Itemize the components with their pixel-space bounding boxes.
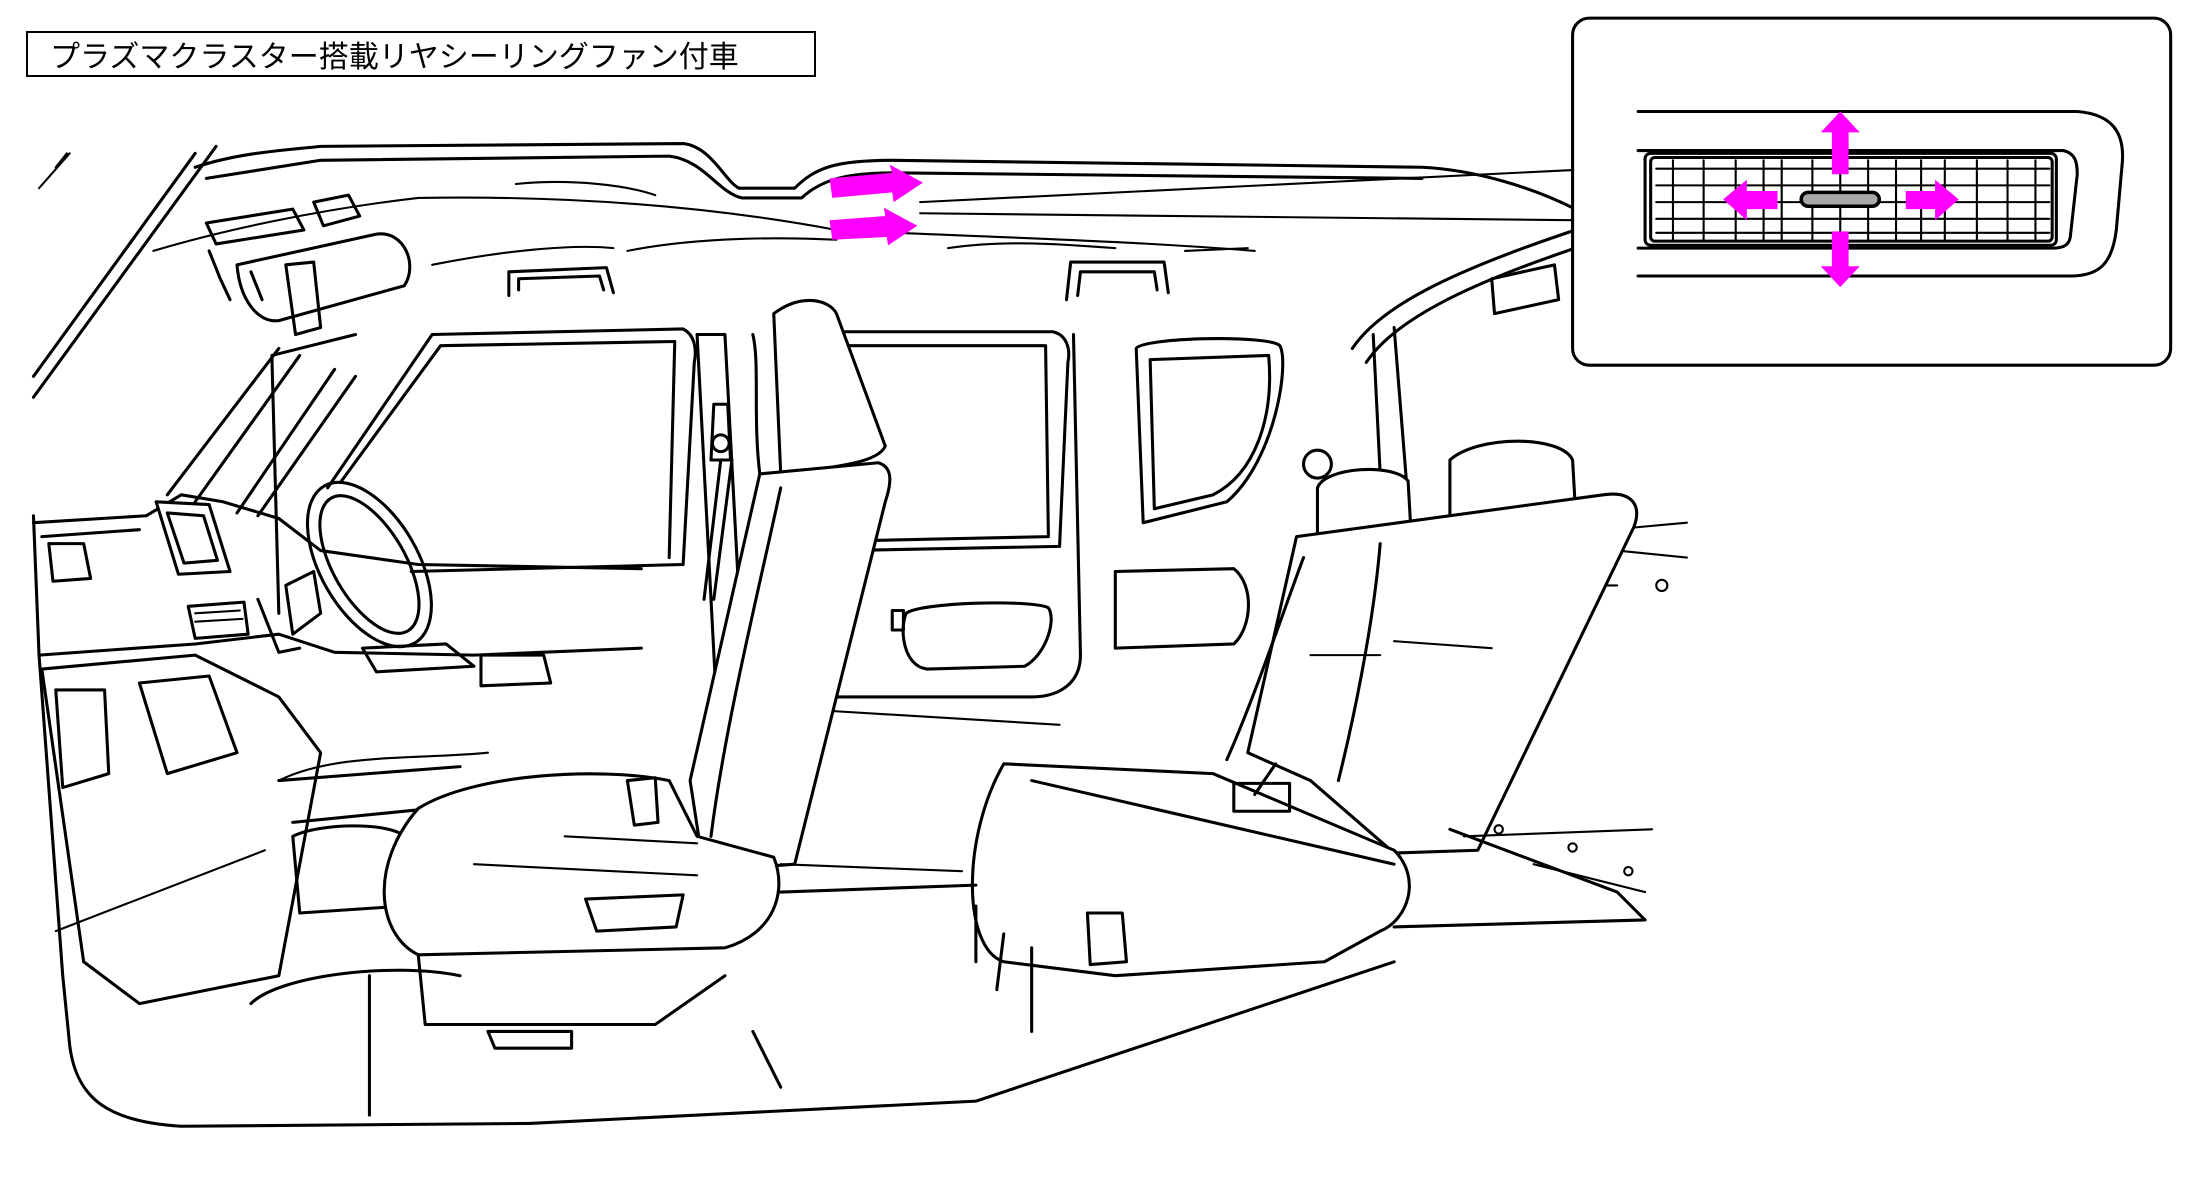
quarter-window bbox=[1113, 337, 1333, 650]
title-label: プラズマクラスター搭載リヤシーリングファン付車 bbox=[26, 31, 816, 77]
vent-knob bbox=[1799, 190, 1882, 209]
floor bbox=[249, 751, 1396, 1125]
arrow-down-icon bbox=[1820, 231, 1860, 288]
airflow-arrows bbox=[829, 164, 923, 246]
arrow-up-icon bbox=[1820, 111, 1860, 175]
grab-handles bbox=[507, 260, 1170, 302]
front-seat bbox=[367, 298, 892, 1117]
front-door-window bbox=[165, 327, 697, 615]
headliner bbox=[152, 142, 1577, 266]
leader-line bbox=[919, 169, 1574, 222]
rear-pillar bbox=[1350, 228, 1688, 593]
arrow-left-icon bbox=[1723, 179, 1778, 221]
sun-visor bbox=[204, 193, 412, 337]
rear-door-window bbox=[828, 330, 1082, 726]
airflow-arrow-lower bbox=[829, 207, 918, 246]
inset-rear-ceiling-fan bbox=[1571, 16, 2173, 367]
windshield-frame bbox=[31, 144, 218, 399]
steering-wheel bbox=[256, 480, 433, 654]
airflow-arrow-upper bbox=[829, 164, 923, 203]
rear-seats bbox=[970, 439, 1654, 1033]
dashboard bbox=[31, 493, 643, 688]
arrow-right-icon bbox=[1905, 179, 1959, 221]
center-console bbox=[31, 514, 532, 1128]
